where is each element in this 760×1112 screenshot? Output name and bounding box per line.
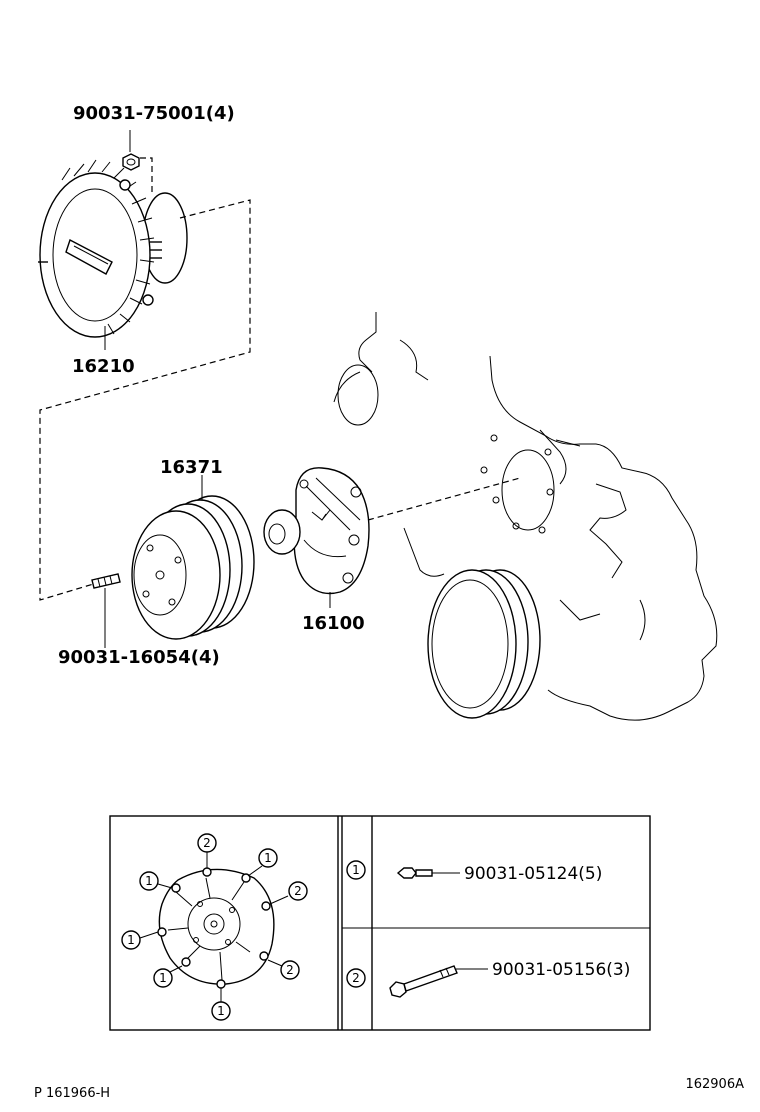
flange-marker: 1 — [159, 971, 167, 985]
label-fan-clutch-bolt: 90031-75001(4) — [73, 103, 235, 124]
bolt-legend-table — [109, 815, 651, 1031]
legend-marker: 2 — [352, 971, 360, 985]
engine-block-outline — [333, 312, 718, 721]
legend-part-number: 90031-05124(5) — [464, 864, 602, 884]
flange-markers: 2 1 1 2 1 2 1 1 — [121, 833, 308, 1021]
legend-row-1: 1 90031-05124(5) — [346, 860, 602, 884]
fan-to-pulley-dashed-line — [39, 199, 251, 601]
flange-marker: 2 — [294, 884, 302, 898]
flange-marker: 1 — [127, 933, 135, 947]
flange-marker: 1 — [264, 851, 272, 865]
footer-left-code: P 161966-H — [34, 1086, 110, 1101]
pump-to-engine-dashed-line — [367, 477, 521, 521]
flange-bolt-pattern — [157, 867, 275, 989]
label-water-pump: 16100 — [302, 613, 365, 634]
flange-marker: 2 — [203, 836, 211, 850]
pulley-drawing — [131, 495, 255, 640]
flange-marker: 2 — [286, 963, 294, 977]
flange-marker: 1 — [145, 874, 153, 888]
label-fan-clutch: 16210 — [72, 356, 135, 377]
nut-dashed-line — [140, 157, 153, 196]
label-pulley: 16371 — [160, 457, 223, 478]
legend-part-number: 90031-05156(3) — [492, 960, 630, 980]
legend-marker: 1 — [352, 863, 360, 877]
flange-marker: 1 — [217, 1004, 225, 1018]
stud-bolt-drawing — [91, 573, 121, 589]
nut-drawing — [122, 153, 140, 171]
label-stud-bolt: 90031-16054(4) — [58, 647, 220, 668]
legend-row-2: 2 90031-05156(3) — [346, 960, 630, 998]
fan-clutch-drawing — [38, 159, 188, 338]
footer-right-code: 162906A — [685, 1077, 744, 1092]
water-pump-drawing — [263, 467, 370, 595]
